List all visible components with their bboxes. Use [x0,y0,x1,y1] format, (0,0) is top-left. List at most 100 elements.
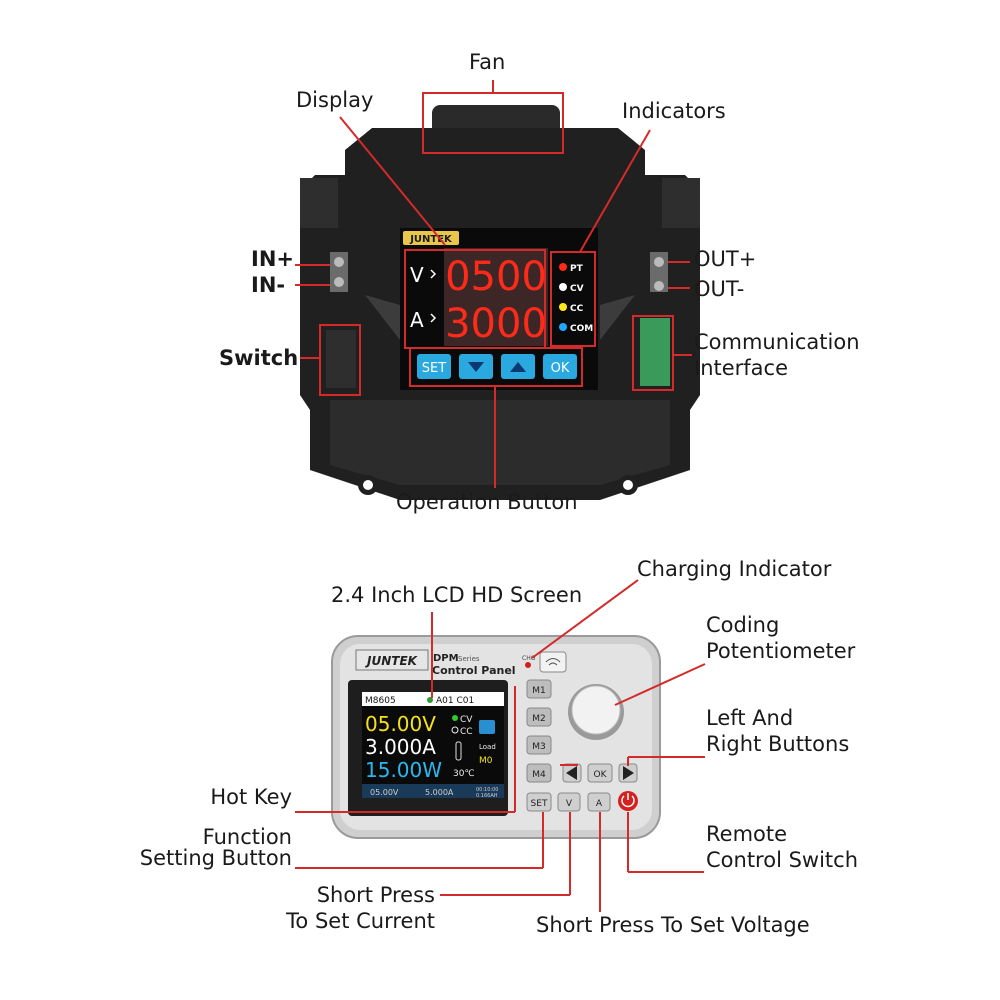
down-arrow-icon [468,362,484,372]
display-leader [339,116,446,246]
hotkey-m4[interactable] [526,763,552,783]
device-lower-shell [330,400,670,485]
screen-cc: CC [460,727,473,737]
coding-potentiometer[interactable] [571,685,621,735]
screen-power: 15.00W [365,758,442,782]
set-button-label: SET [422,361,446,376]
switch-callout-box [319,324,361,396]
indicators-leader [579,129,651,253]
screen-temp: 30℃ [453,769,475,779]
top-callouts [295,80,692,488]
set-voltage-button[interactable] [587,792,611,812]
screen-load: Load [479,743,496,751]
hotkey-m2[interactable] [526,707,552,727]
out-minus-screw [654,281,664,291]
hotkey-m3[interactable] [526,735,552,755]
label-operation: Operation Button [396,490,578,514]
bottom-callouts [295,579,706,912]
lcd-footer [362,784,504,798]
panel-ok-button[interactable] [587,763,613,783]
lcd-screen [362,692,504,798]
current-reading: 3000 [445,301,547,347]
label-coding-1: Coding [706,613,780,637]
hotkey-m3-label: M3 [532,742,546,752]
screen-status-icon [427,697,433,703]
set-button[interactable] [417,354,451,379]
wireless-icon [545,658,561,666]
mount-hole-right [623,480,633,490]
hotkey-m4-label: M4 [532,770,546,780]
ok-button-label: OK [551,361,570,376]
label-switch: Switch [219,346,299,370]
wireless-window [539,651,567,673]
power-switch[interactable] [326,330,356,388]
left-arrow-icon [566,766,577,780]
series-main: DPM [433,653,459,664]
voltage-reading: 0500 [445,254,547,300]
hotkey-m1[interactable] [526,679,552,699]
cc-label: CC [570,304,584,314]
screen-set-v: 05.00V [370,788,399,797]
screen-cv: CV [460,715,473,725]
in-minus-screw [334,277,344,287]
charging-led-icon [525,662,531,668]
label-lr-2: Right Buttons [706,732,850,756]
ok-button[interactable] [543,354,577,379]
cv-label: CV [570,284,584,294]
label-comm-2: Interface [694,356,789,380]
voltage-symbol: V [410,263,424,287]
top-device: JUNTEK 0500 3000 V A PT CV CC COM SET OK [300,105,700,500]
voltage-chevron-icon [430,269,437,279]
panel-name: Control Panel [432,664,516,677]
cv-led-icon [559,283,567,291]
screen-mem: M0 [479,756,493,766]
panel-brand-box [355,649,429,671]
screen-capacity: 0.166AH [476,793,498,799]
comm-callout-box [632,315,674,391]
com-label: COM [570,324,593,334]
screen-voltage: 05.00V [365,712,436,736]
cc-led-icon [559,303,567,311]
set-current-button[interactable] [557,792,581,812]
series-sub: Series [458,655,480,663]
label-remote-1: Remote [706,822,788,846]
shell-ridge-left [300,178,338,228]
brand-badge [403,231,459,245]
function-set-label: SET [531,799,548,809]
load-icon [479,720,495,734]
panel-ok-label: OK [594,770,608,780]
up-arrow-icon [510,362,526,372]
screen-set-a: 5.000A [425,788,454,797]
cc-dot-icon [451,726,459,734]
screen-model: M8605 [365,696,396,706]
pt-label: PT [570,264,584,274]
label-in-plus: IN+ [251,247,294,271]
label-short-current-1: Short Press [316,883,435,907]
power-icon [621,793,635,808]
label-hotkey: Hot Key [210,785,292,809]
right-arrow-icon [623,766,634,780]
seven-segment-display [444,248,548,346]
shell-ridge-right [662,178,700,228]
cv-dot-icon [452,715,458,721]
label-display: Display [296,88,374,112]
out-plus-screw [654,257,664,267]
lcd-status-bar [362,692,504,706]
screen-status: A01 C01 [436,696,474,706]
screen-current: 3.000A [365,735,436,759]
coding-leader [614,663,706,706]
brand-text: JUNTEK [409,234,453,245]
hotkey-m1-label: M1 [532,686,546,696]
label-remote-2: Control Switch [706,848,859,872]
chg-label: CHG [522,655,536,662]
pt-led-icon [559,263,567,271]
bottom-device: JUNTEK DPM Series Control Panel CHG M860… [331,635,661,839]
label-indicators: Indicators [622,99,726,123]
label-out-minus: OUT- [694,277,745,301]
label-coding-2: Potentiometer [706,639,856,663]
label-fan: Fan [469,50,506,74]
current-chevron-icon [430,313,437,323]
function-set-button[interactable] [526,792,552,812]
label-in-minus: IN- [251,273,286,297]
